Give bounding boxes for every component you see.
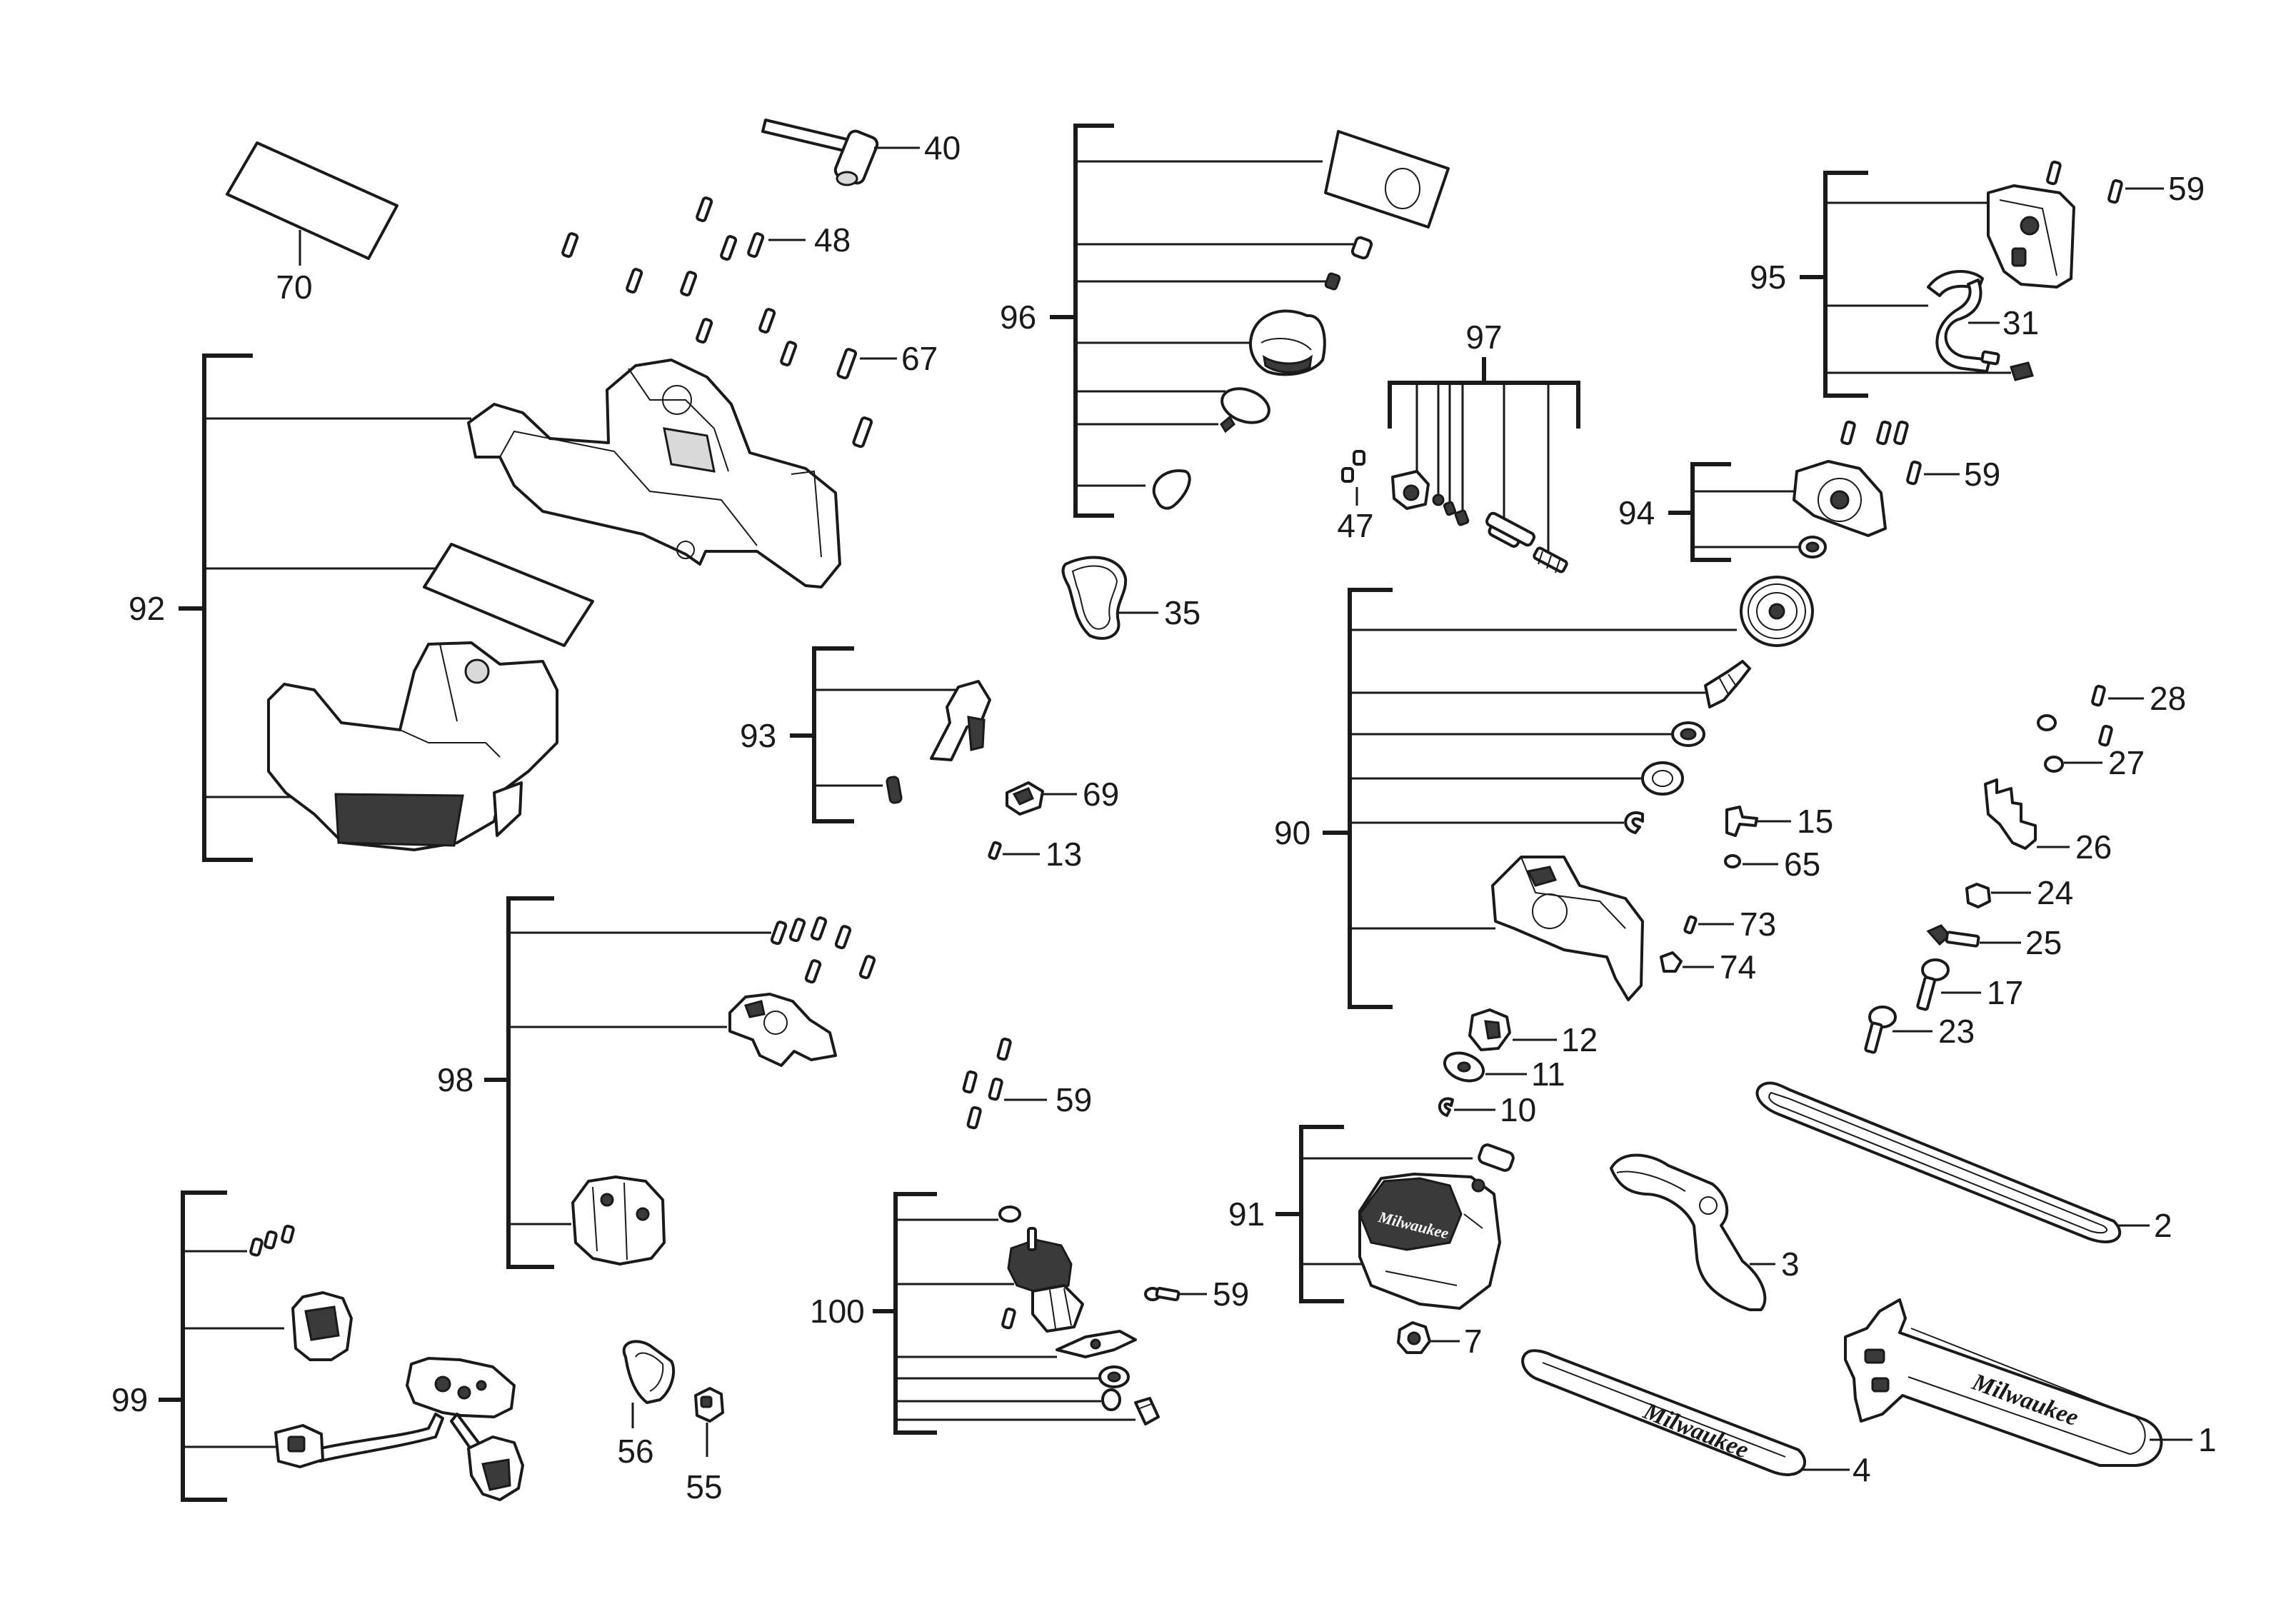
assembly-91-side-cover: 91 Milwaukee [1228,1125,1515,1310]
part-69-clip: 69 [1006,776,1119,816]
part-73-pin: 73 [1683,906,1776,943]
part-25-bolt: 25 [1926,924,2062,961]
label-59-d: 59 [1213,1275,1249,1313]
part-59-screws-c: 59 [962,1037,1092,1130]
part-70-label-sheet: 70 [226,141,398,306]
label-26: 26 [2075,828,2112,866]
part-17-bolt: 17 [1916,958,2023,1011]
label-17: 17 [1987,974,2023,1011]
label-90: 90 [1274,814,1310,851]
label-27: 27 [2108,744,2145,781]
label-67: 67 [901,340,938,377]
label-59-c: 59 [1056,1081,1092,1118]
label-99: 99 [111,1381,148,1418]
label-1: 1 [2198,1421,2217,1458]
assembly-100-armature: 100 [810,1192,1160,1435]
label-100: 100 [810,1293,865,1330]
assembly-94-gear-cover: 94 59 [1618,420,2000,562]
label-4: 4 [1853,1451,1871,1488]
label-59-a: 59 [2168,170,2205,207]
assembly-99-electronics: 99 [111,1191,524,1502]
part-15-adjuster: 15 [1725,803,1833,840]
label-59-b: 59 [1964,456,2000,493]
part-12-sprocket: 12 [1468,1008,1598,1058]
label-69: 69 [1083,776,1119,813]
assembly-96-oil-cap: 96 [1000,124,1450,518]
label-93: 93 [740,717,776,754]
label-28: 28 [2150,680,2186,717]
label-73: 73 [1740,906,1776,943]
part-24-screw: 24 [1965,874,2073,911]
assembly-90-drive: 90 [1274,576,1814,1009]
label-96: 96 [1000,299,1036,336]
assembly-97-oil-pump: 97 [1388,319,1580,573]
part-74-nut: 74 [1660,948,1756,986]
part-59-screws-a: 59 [2046,160,2205,207]
label-15: 15 [1797,803,1833,840]
label-35: 35 [1164,594,1200,631]
part-65-washer: 65 [1724,846,1820,883]
part-11-washer: 11 [1443,1051,1565,1093]
part-35-seal: 35 [1061,556,1200,640]
part-48-screws: 48 [561,196,851,367]
label-94: 94 [1618,494,1655,531]
label-31: 31 [2002,304,2039,341]
label-24: 24 [2037,874,2073,911]
assembly-95-oil-tank: 95 31 [1750,171,2075,398]
part-55-clip: 55 [686,1387,724,1505]
part-10-clip: 10 [1438,1091,1536,1128]
part-40-wrench: 40 [761,119,961,186]
part-1-scabbard: Milwaukee 1 [1844,1298,2217,1467]
part-2-chain: 2 [1755,1081,2172,1244]
part-47-screws: 47 [1337,450,1374,544]
label-47: 47 [1337,507,1373,544]
label-91: 91 [1228,1196,1265,1233]
label-25: 25 [2025,924,2062,961]
assembly-98-motor-housing: 98 [437,896,876,1269]
part-26-bumper-spike: 26 [1984,778,2112,866]
label-74: 74 [1720,948,1756,986]
label-65: 65 [1784,846,1820,883]
label-2: 2 [2154,1207,2172,1244]
assembly-92-housing: 92 [129,354,841,862]
label-98: 98 [437,1061,473,1098]
part-28-screw: 28 [2091,680,2186,717]
label-10: 10 [1500,1091,1536,1128]
part-56-bracket: 56 [617,1340,676,1470]
label-92: 92 [129,590,165,627]
part-13-pin: 13 [988,836,1082,873]
label-97: 97 [1465,319,1502,356]
label-40: 40 [924,129,961,166]
label-3: 3 [1781,1245,1800,1283]
part-23-bolt: 23 [1864,1006,1975,1054]
part-67-screws: 67 [836,340,938,448]
label-11: 11 [1531,1056,1565,1093]
label-48: 48 [814,221,851,259]
part-59-screw-d: 59 [1144,1275,1249,1313]
label-12: 12 [1561,1021,1598,1058]
part-3-hand-guard: 3 [1610,1153,1800,1311]
label-23: 23 [1938,1013,1975,1050]
label-95: 95 [1750,259,1786,296]
label-56: 56 [617,1433,653,1470]
label-7: 7 [1464,1323,1483,1360]
part-27-washers: 27 [2037,714,2145,781]
label-55: 55 [686,1468,722,1505]
part-4-guide-bar: Milwaukee 4 [1521,1349,1871,1488]
assembly-93-trigger: 93 [740,646,991,823]
label-13: 13 [1046,836,1082,873]
part-7-nut: 7 [1397,1321,1483,1360]
label-70: 70 [276,269,312,306]
